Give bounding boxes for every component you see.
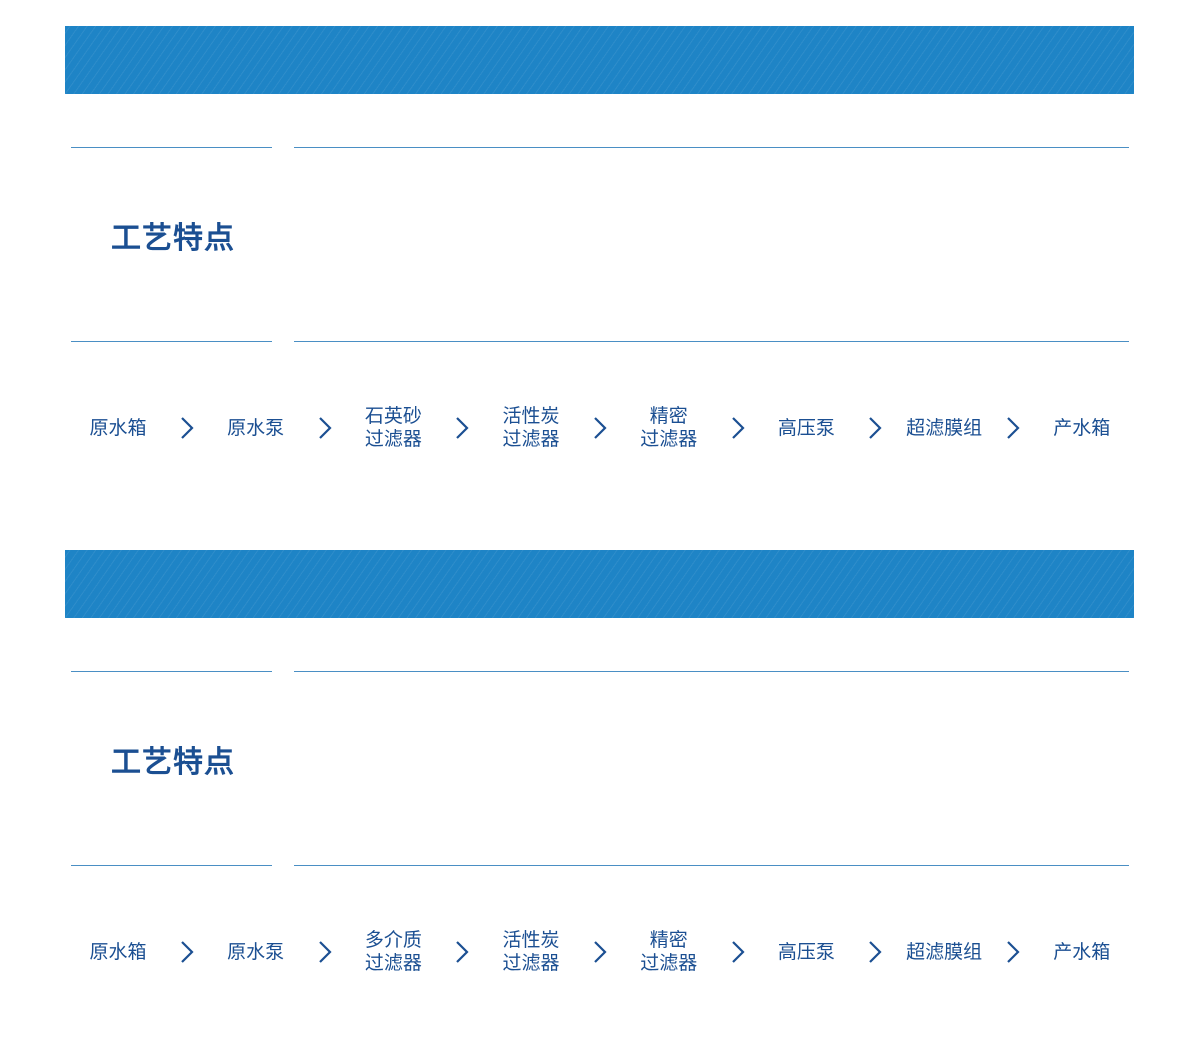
chevron-right-icon [869, 941, 882, 963]
chevron-right-icon [456, 417, 469, 439]
flow-step: 高压泵 [777, 940, 835, 963]
section-banner [65, 26, 1134, 94]
flow-step: 精密 过滤器 [640, 929, 698, 974]
process-section-1: 工艺特点 原水箱 原水泵 石英砂 过滤器 活性炭 过滤器 精密 过滤器 高压泵 … [0, 0, 1200, 500]
chevron-right-icon [731, 941, 745, 963]
flow-step: 精密 过滤器 [640, 405, 698, 450]
chevron-right-icon [181, 417, 194, 439]
flow-step: 活性炭 过滤器 [502, 929, 560, 974]
chevron-right-icon [318, 941, 332, 963]
flow-step: 原水泵 [227, 416, 285, 439]
process-section-2: 工艺特点 原水箱 原水泵 多介质 过滤器 活性炭 过滤器 精密 过滤器 高压泵 … [0, 524, 1200, 1024]
flow-step: 活性炭 过滤器 [502, 405, 560, 450]
chevron-right-icon [318, 417, 332, 439]
flow-step: 产水箱 [1053, 940, 1111, 963]
divider-line [71, 341, 272, 342]
divider-line [294, 865, 1129, 866]
section-banner [65, 550, 1134, 618]
chevron-right-icon [869, 417, 882, 439]
section-title: 工艺特点 [111, 221, 235, 256]
divider-line [294, 147, 1129, 148]
flow-step: 产水箱 [1053, 416, 1111, 439]
flow-step: 超滤膜组 [906, 940, 983, 963]
flow-step: 石英砂 过滤器 [364, 405, 422, 450]
process-flow: 原水箱 原水泵 石英砂 过滤器 活性炭 过滤器 精密 过滤器 高压泵 超滤膜组 … [80, 398, 1120, 458]
flow-step: 高压泵 [777, 416, 835, 439]
flow-step: 原水箱 [89, 940, 147, 963]
flow-step: 超滤膜组 [906, 416, 983, 439]
section-title: 工艺特点 [111, 745, 235, 780]
chevron-right-icon [181, 941, 194, 963]
flow-step: 原水箱 [89, 416, 147, 439]
chevron-right-icon [1007, 941, 1020, 963]
chevron-right-icon [456, 941, 469, 963]
flow-step: 多介质 过滤器 [364, 929, 422, 974]
chevron-right-icon [1007, 417, 1020, 439]
divider-line [71, 865, 272, 866]
divider-line [71, 671, 272, 672]
chevron-right-icon [731, 417, 745, 439]
divider-line [71, 147, 272, 148]
divider-line [294, 341, 1129, 342]
process-flow: 原水箱 原水泵 多介质 过滤器 活性炭 过滤器 精密 过滤器 高压泵 超滤膜组 … [80, 922, 1120, 982]
divider-line [294, 671, 1129, 672]
chevron-right-icon [594, 417, 607, 439]
chevron-right-icon [594, 941, 607, 963]
flow-step: 原水泵 [227, 940, 285, 963]
